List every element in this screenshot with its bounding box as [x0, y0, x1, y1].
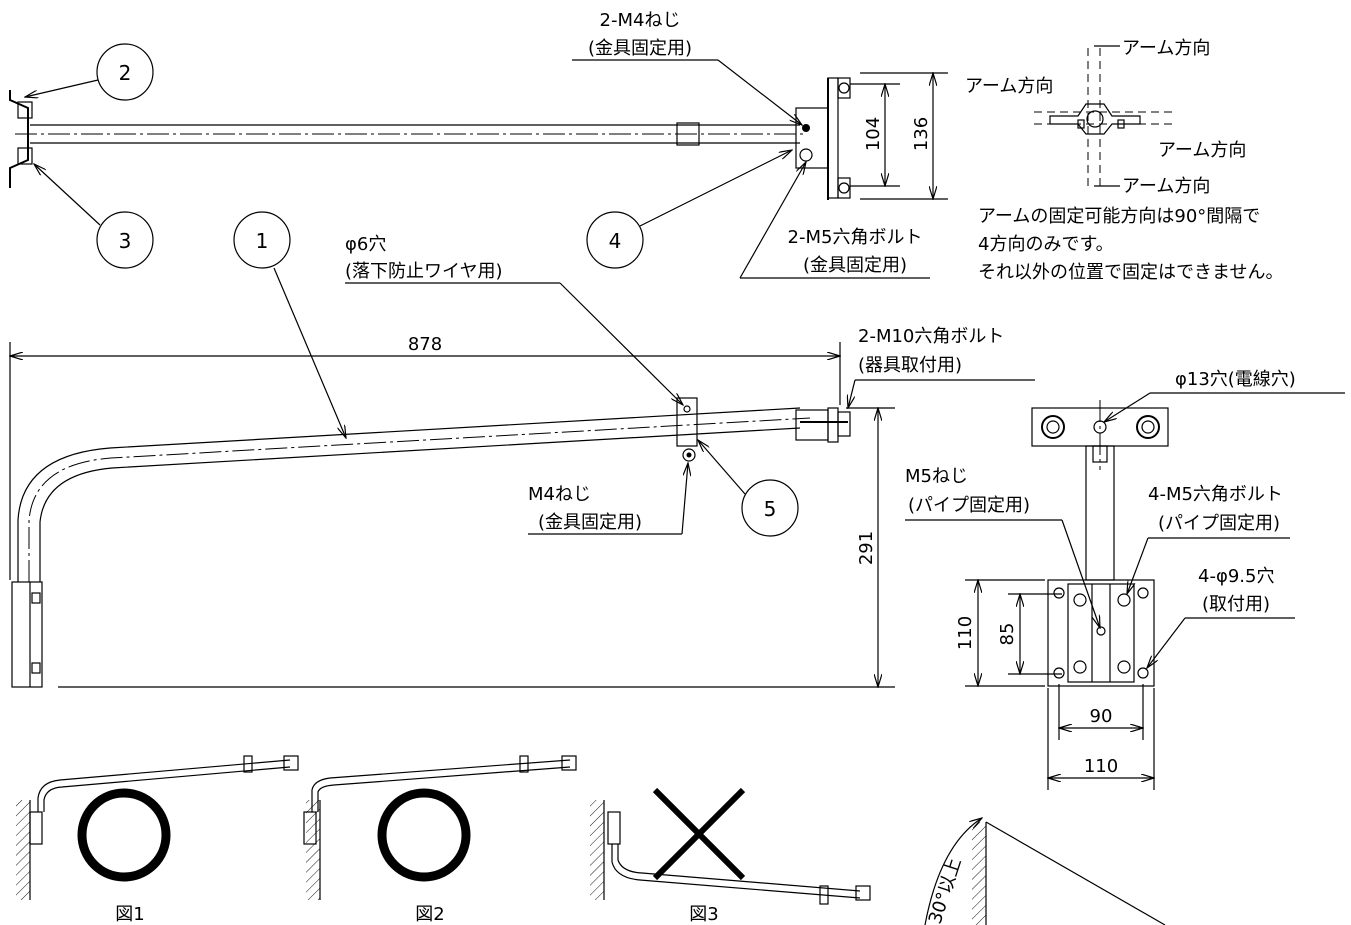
dim-110-h: 110: [955, 616, 976, 650]
arm-note-line2: 4方向のみです。: [978, 234, 1114, 255]
angle-detail: 30°以上: [924, 818, 1166, 925]
hole13-label: φ13穴(電線穴): [1175, 369, 1296, 390]
ng-cross-icon-b: [652, 787, 746, 881]
dim-110-w: 110: [1084, 756, 1118, 777]
arm-direction-top: アーム方向: [1122, 38, 1210, 59]
hole6-purpose: (落下防止ワイヤ用): [345, 261, 503, 282]
side-clamp: [676, 397, 698, 447]
callout-5: 5: [764, 497, 777, 521]
hole6-label: φ6穴: [345, 234, 386, 255]
m4-side-label: M4ねじ: [528, 484, 591, 505]
ok-circle-icon-2: [377, 788, 471, 882]
m4-screw-label: 2-M4ねじ: [600, 10, 681, 31]
m10-label: 2-M10六角ボルト: [858, 326, 1004, 347]
fig2-label: 図2: [415, 904, 444, 925]
angle-label: 30°以上: [925, 855, 966, 925]
m5-screw-label: M5ねじ: [905, 466, 968, 487]
figure-2: 図2: [303, 755, 577, 925]
m4-screw-purpose: (金具固定用): [588, 38, 692, 59]
figure-3: 図3: [590, 787, 871, 925]
dim-90: 90: [1090, 706, 1113, 727]
m5-bolt-purpose: (金具固定用): [803, 255, 907, 276]
arm-direction-bottom: アーム方向: [1122, 176, 1210, 197]
dim-878: 878: [408, 334, 442, 355]
figure-1: 図1: [16, 755, 299, 925]
wall-plate: [11, 581, 43, 688]
m5-bolts-purpose: (パイプ固定用): [1158, 513, 1280, 534]
fig1-label: 図1: [115, 904, 144, 925]
arm-note-line3: それ以外の位置で固定はできません。: [978, 262, 1283, 283]
callout-3: 3: [119, 229, 132, 253]
m10-purpose: (器具取付用): [858, 355, 962, 376]
callouts: 2 3 1 4 5: [25, 43, 799, 537]
ok-circle-icon: [77, 788, 171, 882]
holes95-label: 4-φ9.5穴: [1198, 566, 1274, 587]
wall-bracket-left: [9, 90, 29, 188]
fig3-label: 図3: [689, 904, 718, 925]
holes95-purpose: (取付用): [1202, 594, 1270, 615]
arm-direction-left: アーム方向: [965, 76, 1053, 97]
dim-104: 104: [863, 117, 884, 151]
side-view: 878 291 φ6穴 (落下防止ワイヤ用) 2-M10六角ボルト (器具取付用…: [10, 234, 1035, 687]
callout-1: 1: [256, 229, 269, 253]
m5-bolt-label: 2-M5六角ボルト: [788, 227, 923, 248]
arm-direction-right: アーム方向: [1158, 140, 1246, 161]
arm-pipe-inner: [39, 427, 801, 582]
m4-side-purpose: (金具固定用): [538, 512, 642, 533]
arm-note-line1: アームの固定可能方向は90°間隔で: [978, 206, 1260, 227]
dim-291: 291: [856, 531, 877, 565]
top-view: 104 136 2-M4ねじ (金具固定用) 2-M5六角ボルト (金具固定用): [9, 10, 948, 279]
base-plate: [1047, 579, 1155, 687]
callout-4: 4: [609, 229, 622, 253]
dim-85: 85: [997, 623, 1018, 646]
arm-direction-detail: アーム方向 アーム方向 アーム方向 アーム方向 アームの固定可能方向は90°間隔…: [965, 38, 1283, 283]
m5-screw-purpose: (パイプ固定用): [908, 495, 1030, 516]
m5-bolts-label: 4-M5六角ボルト: [1148, 484, 1283, 505]
front-view: φ13穴(電線穴) M5ねじ (パイプ固定用) 4-M5六角ボルト (パイプ固定…: [905, 369, 1345, 790]
pipe-clamp: [676, 122, 700, 146]
arm-pipe-outer: [17, 407, 801, 582]
dim-136: 136: [911, 117, 932, 151]
callout-2: 2: [119, 61, 132, 85]
